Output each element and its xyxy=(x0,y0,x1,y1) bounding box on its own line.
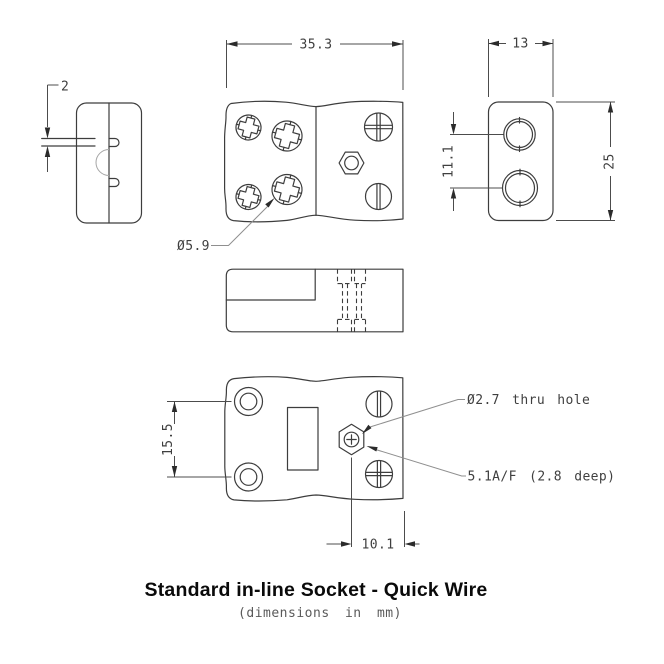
hidden-screw-holes xyxy=(336,269,367,332)
wire-slot-lines xyxy=(41,137,96,147)
end-view-outline xyxy=(487,101,554,222)
dim-label-11-1: 11.1 xyxy=(442,145,457,178)
phillips-screw-icon xyxy=(364,459,394,489)
arrowhead xyxy=(44,127,51,139)
mounting-boss xyxy=(233,386,264,417)
note-label-thru-hole: Ø2.7 thru hole xyxy=(467,393,590,408)
drawing-subtitle: (dimensions in mm) xyxy=(238,606,402,621)
arrowhead xyxy=(450,124,457,135)
arrowhead xyxy=(607,210,614,221)
quickwire-screw-icon xyxy=(232,180,265,214)
note-hex-socket: 5.1A/F (2.8 deep) xyxy=(366,446,616,485)
dim-boss-spacing: 15.5 xyxy=(161,401,232,478)
side-profile-view: 2 xyxy=(41,80,143,224)
contact-socket-large xyxy=(501,168,539,208)
note-label-dia-5-9: Ø5.9 xyxy=(177,239,210,254)
section-outline xyxy=(225,268,404,333)
quickwire-screw-icon xyxy=(232,111,265,144)
bottom-view-outline xyxy=(224,376,404,502)
arrowhead xyxy=(341,541,352,547)
hex-nut xyxy=(338,151,365,175)
quickwire-screw-icon xyxy=(267,170,307,209)
section-view xyxy=(225,268,404,333)
end-view: 13 11.1 25 xyxy=(442,37,618,222)
arrowhead xyxy=(171,401,178,412)
dim-label-2: 2 xyxy=(61,80,69,95)
dim-slot-thickness: 2 xyxy=(44,80,69,172)
dim-label-35-3: 35.3 xyxy=(300,38,333,53)
arrowhead xyxy=(265,198,275,208)
dim-body-width: 35.3 xyxy=(226,38,404,90)
dim-hex-offset: 10.1 xyxy=(326,457,420,553)
mounting-boss xyxy=(233,462,264,492)
upper-wire-notch xyxy=(108,137,120,148)
arrowhead xyxy=(226,41,238,47)
contact-socket-small xyxy=(503,116,536,153)
arrowhead xyxy=(171,466,178,477)
dim-end-width: 13 xyxy=(488,37,554,97)
arrowhead xyxy=(44,146,51,157)
section-recess-step xyxy=(225,268,316,301)
note-clamp-hole: Ø5.9 xyxy=(177,198,275,254)
arrowhead xyxy=(404,541,415,547)
arrowhead xyxy=(542,40,553,47)
dim-label-25: 25 xyxy=(603,153,618,169)
dim-label-15-5: 15.5 xyxy=(161,423,176,456)
arrowhead xyxy=(362,424,372,434)
arrowhead xyxy=(366,446,378,452)
dim-label-13: 13 xyxy=(512,37,528,52)
top-view: 35.3 Ø5.9 xyxy=(177,38,404,254)
note-thru-hole: Ø2.7 thru hole xyxy=(362,393,590,434)
lower-wire-notch xyxy=(108,177,120,188)
arrowhead xyxy=(450,188,457,199)
quickwire-screw-icon xyxy=(267,116,307,156)
arrowhead xyxy=(607,102,614,113)
slotted-screw-icon xyxy=(364,182,393,211)
latch-window xyxy=(286,406,319,471)
dim-label-10-1: 10.1 xyxy=(362,538,395,553)
dim-contact-spacing: 11.1 xyxy=(442,112,504,211)
phillips-screw-icon xyxy=(363,112,394,142)
hex-socket-boss xyxy=(338,423,365,456)
socket-cavity-arc xyxy=(95,149,110,176)
arrowhead xyxy=(488,40,499,47)
bottom-view: 15.5 10.1 Ø2.7 thru hole 5.1A/F (2.8 dee… xyxy=(161,376,616,553)
note-label-hex-socket: 5.1A/F (2.8 deep) xyxy=(468,470,616,485)
slotted-screw-icon xyxy=(365,390,393,418)
dim-end-height: 25 xyxy=(556,101,618,221)
arrowhead xyxy=(392,41,403,47)
drawing-title: Standard in-line Socket - Quick Wire xyxy=(145,579,488,601)
